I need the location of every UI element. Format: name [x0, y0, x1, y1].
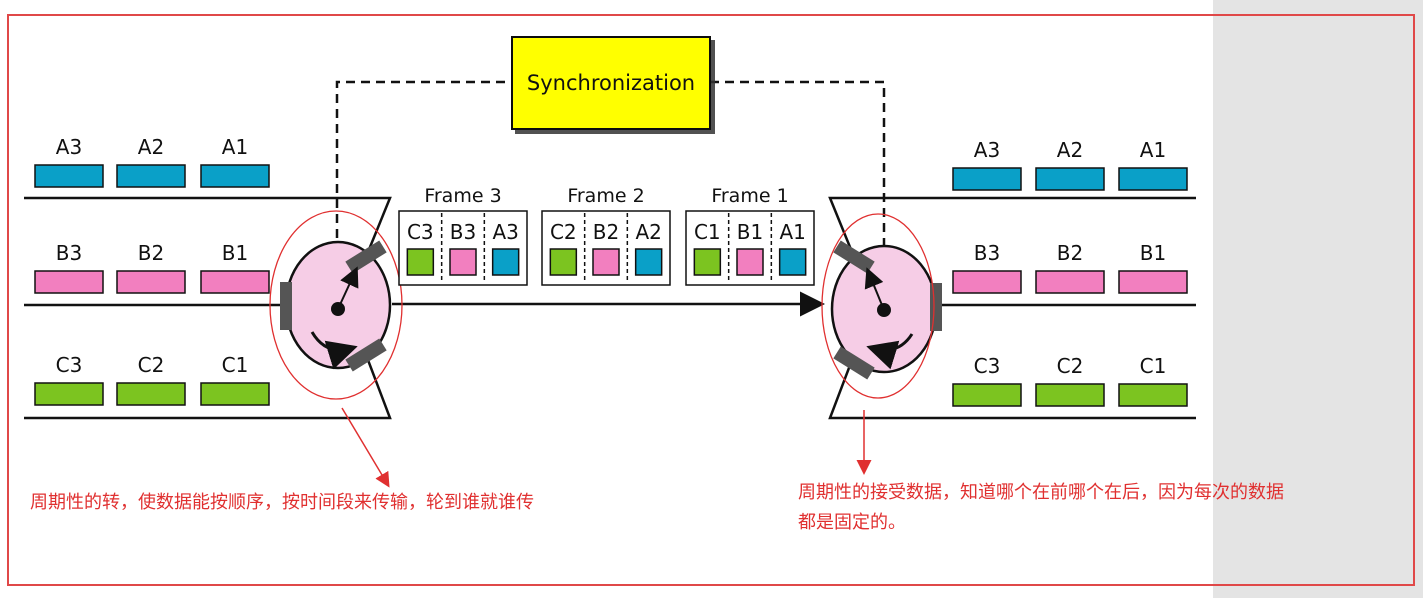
source-block-label-a1: A1 — [222, 135, 248, 159]
right-annotation-line2: 都是固定的。 — [798, 512, 906, 533]
slot-unit-b2 — [592, 248, 620, 276]
dest-block-a3 — [952, 167, 1022, 191]
source-block-b3 — [34, 270, 104, 294]
slot-label-b3: B3 — [450, 220, 476, 244]
source-block-c2 — [116, 382, 186, 406]
dest-block-c2 — [1035, 383, 1105, 407]
dest-block-b3 — [952, 270, 1022, 294]
dest-block-c3 — [952, 383, 1022, 407]
dest-block-label-a1: A1 — [1140, 138, 1166, 162]
left-annotation-arrow — [341, 407, 390, 488]
source-block-label-c1: C1 — [222, 353, 249, 377]
dest-block-b2 — [1035, 270, 1105, 294]
dest-block-label-c2: C2 — [1057, 354, 1084, 378]
slot-unit-a3 — [491, 248, 520, 276]
dest-block-label-a2: A2 — [1057, 138, 1083, 162]
frames: Frame 3 C3 B3 A3 Frame 2 C2 B2 A2 Frame 1 C1 B1 A1 — [398, 185, 815, 286]
source-block-label-c2: C2 — [138, 353, 165, 377]
frame-label-1: Frame 1 — [711, 185, 788, 207]
frame-label-2: Frame 2 — [567, 185, 644, 207]
dest-block-label-a3: A3 — [974, 138, 1000, 162]
dest-block-label-b2: B2 — [1057, 241, 1083, 265]
dest-block-c1 — [1118, 383, 1188, 407]
slot-label-a2: A2 — [635, 220, 661, 244]
slot-label-c3: C3 — [407, 220, 434, 244]
source-block-a2 — [116, 164, 186, 188]
slot-unit-a1 — [778, 248, 807, 276]
slot-unit-a2 — [634, 248, 663, 276]
highlight-frame — [7, 14, 1415, 586]
source-block-label-b2: B2 — [138, 241, 164, 265]
dest-block-b1 — [1118, 270, 1188, 294]
source-block-label-b3: B3 — [56, 241, 82, 265]
frame-label-3: Frame 3 — [424, 185, 501, 207]
sync-label: Synchronization — [527, 71, 695, 95]
side-panel — [1213, 0, 1423, 598]
left-annotation: 周期性的转，使数据能按顺序，按时间段来传输，轮到谁就谁传 — [30, 492, 534, 513]
slot-unit-c2 — [549, 248, 578, 276]
left-mux-lines — [24, 196, 392, 420]
source-block-b2 — [116, 270, 186, 294]
sync-box — [511, 36, 711, 130]
dest-block-label-c1: C1 — [1140, 354, 1167, 378]
slot-label-b2: B2 — [593, 220, 619, 244]
source-block-a3 — [34, 164, 104, 188]
source-block-b1 — [200, 270, 270, 294]
dest-block-a2 — [1035, 167, 1105, 191]
right-annotation-line1: 周期性的接受数据，知道哪个在前哪个在后，因为每次的数据 — [798, 482, 1284, 503]
sync-dashed-line — [335, 80, 886, 268]
source-block-a1 — [200, 164, 270, 188]
slot-unit-c3 — [406, 248, 435, 276]
slot-label-a3: A3 — [492, 220, 518, 244]
slot-label-c1: C1 — [694, 220, 721, 244]
dest-block-label-b3: B3 — [974, 241, 1000, 265]
dest-block-label-b1: B1 — [1140, 241, 1166, 265]
slot-unit-b1 — [736, 248, 764, 276]
source-block-label-a3: A3 — [56, 135, 82, 159]
source-block-c1 — [200, 382, 270, 406]
slot-unit-b3 — [449, 248, 477, 276]
mux-rotor — [280, 240, 392, 372]
demux-rotor — [830, 240, 942, 380]
dest-block-label-c3: C3 — [974, 354, 1001, 378]
source-block-c3 — [34, 382, 104, 406]
slot-label-a1: A1 — [779, 220, 805, 244]
mux-highlight-ellipse — [269, 210, 403, 400]
source-block-label-a2: A2 — [138, 135, 164, 159]
source-block-label-b1: B1 — [222, 241, 248, 265]
slot-label-c2: C2 — [550, 220, 577, 244]
slot-label-b1: B1 — [737, 220, 763, 244]
slot-unit-c1 — [693, 248, 722, 276]
demux-highlight-ellipse — [821, 213, 935, 399]
source-block-label-c3: C3 — [56, 353, 83, 377]
dest-block-a1 — [1118, 167, 1188, 191]
